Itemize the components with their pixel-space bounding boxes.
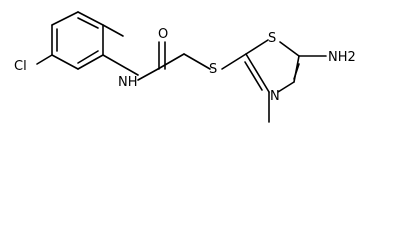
chlorine-label: Cl [14,59,27,74]
nh-label: NH [118,75,138,90]
ring-n-bond [102,54,139,76]
ring-nitrogen-label: N [270,89,280,104]
oxygen-label: O [158,27,168,42]
ch2-s-bond [183,53,211,70]
ring-sulfur-label: S [268,31,276,46]
thiazole-ring [244,39,300,93]
amino-label: NH2 [328,50,356,65]
thioether-sulfur-label: S [209,62,217,77]
n-carbonyl-bond [137,68,159,81]
molecule-diagram: Cl O NH S S N NH2 [14,11,356,123]
carbonyl-ch2-bond [157,53,185,70]
molecule-svg: Cl O NH S S N NH2 [14,11,356,123]
benzene-ring [51,11,104,70]
s-thiazole-bond [221,53,247,70]
c-n-bond [102,24,124,37]
c-cl-bond [36,54,53,65]
